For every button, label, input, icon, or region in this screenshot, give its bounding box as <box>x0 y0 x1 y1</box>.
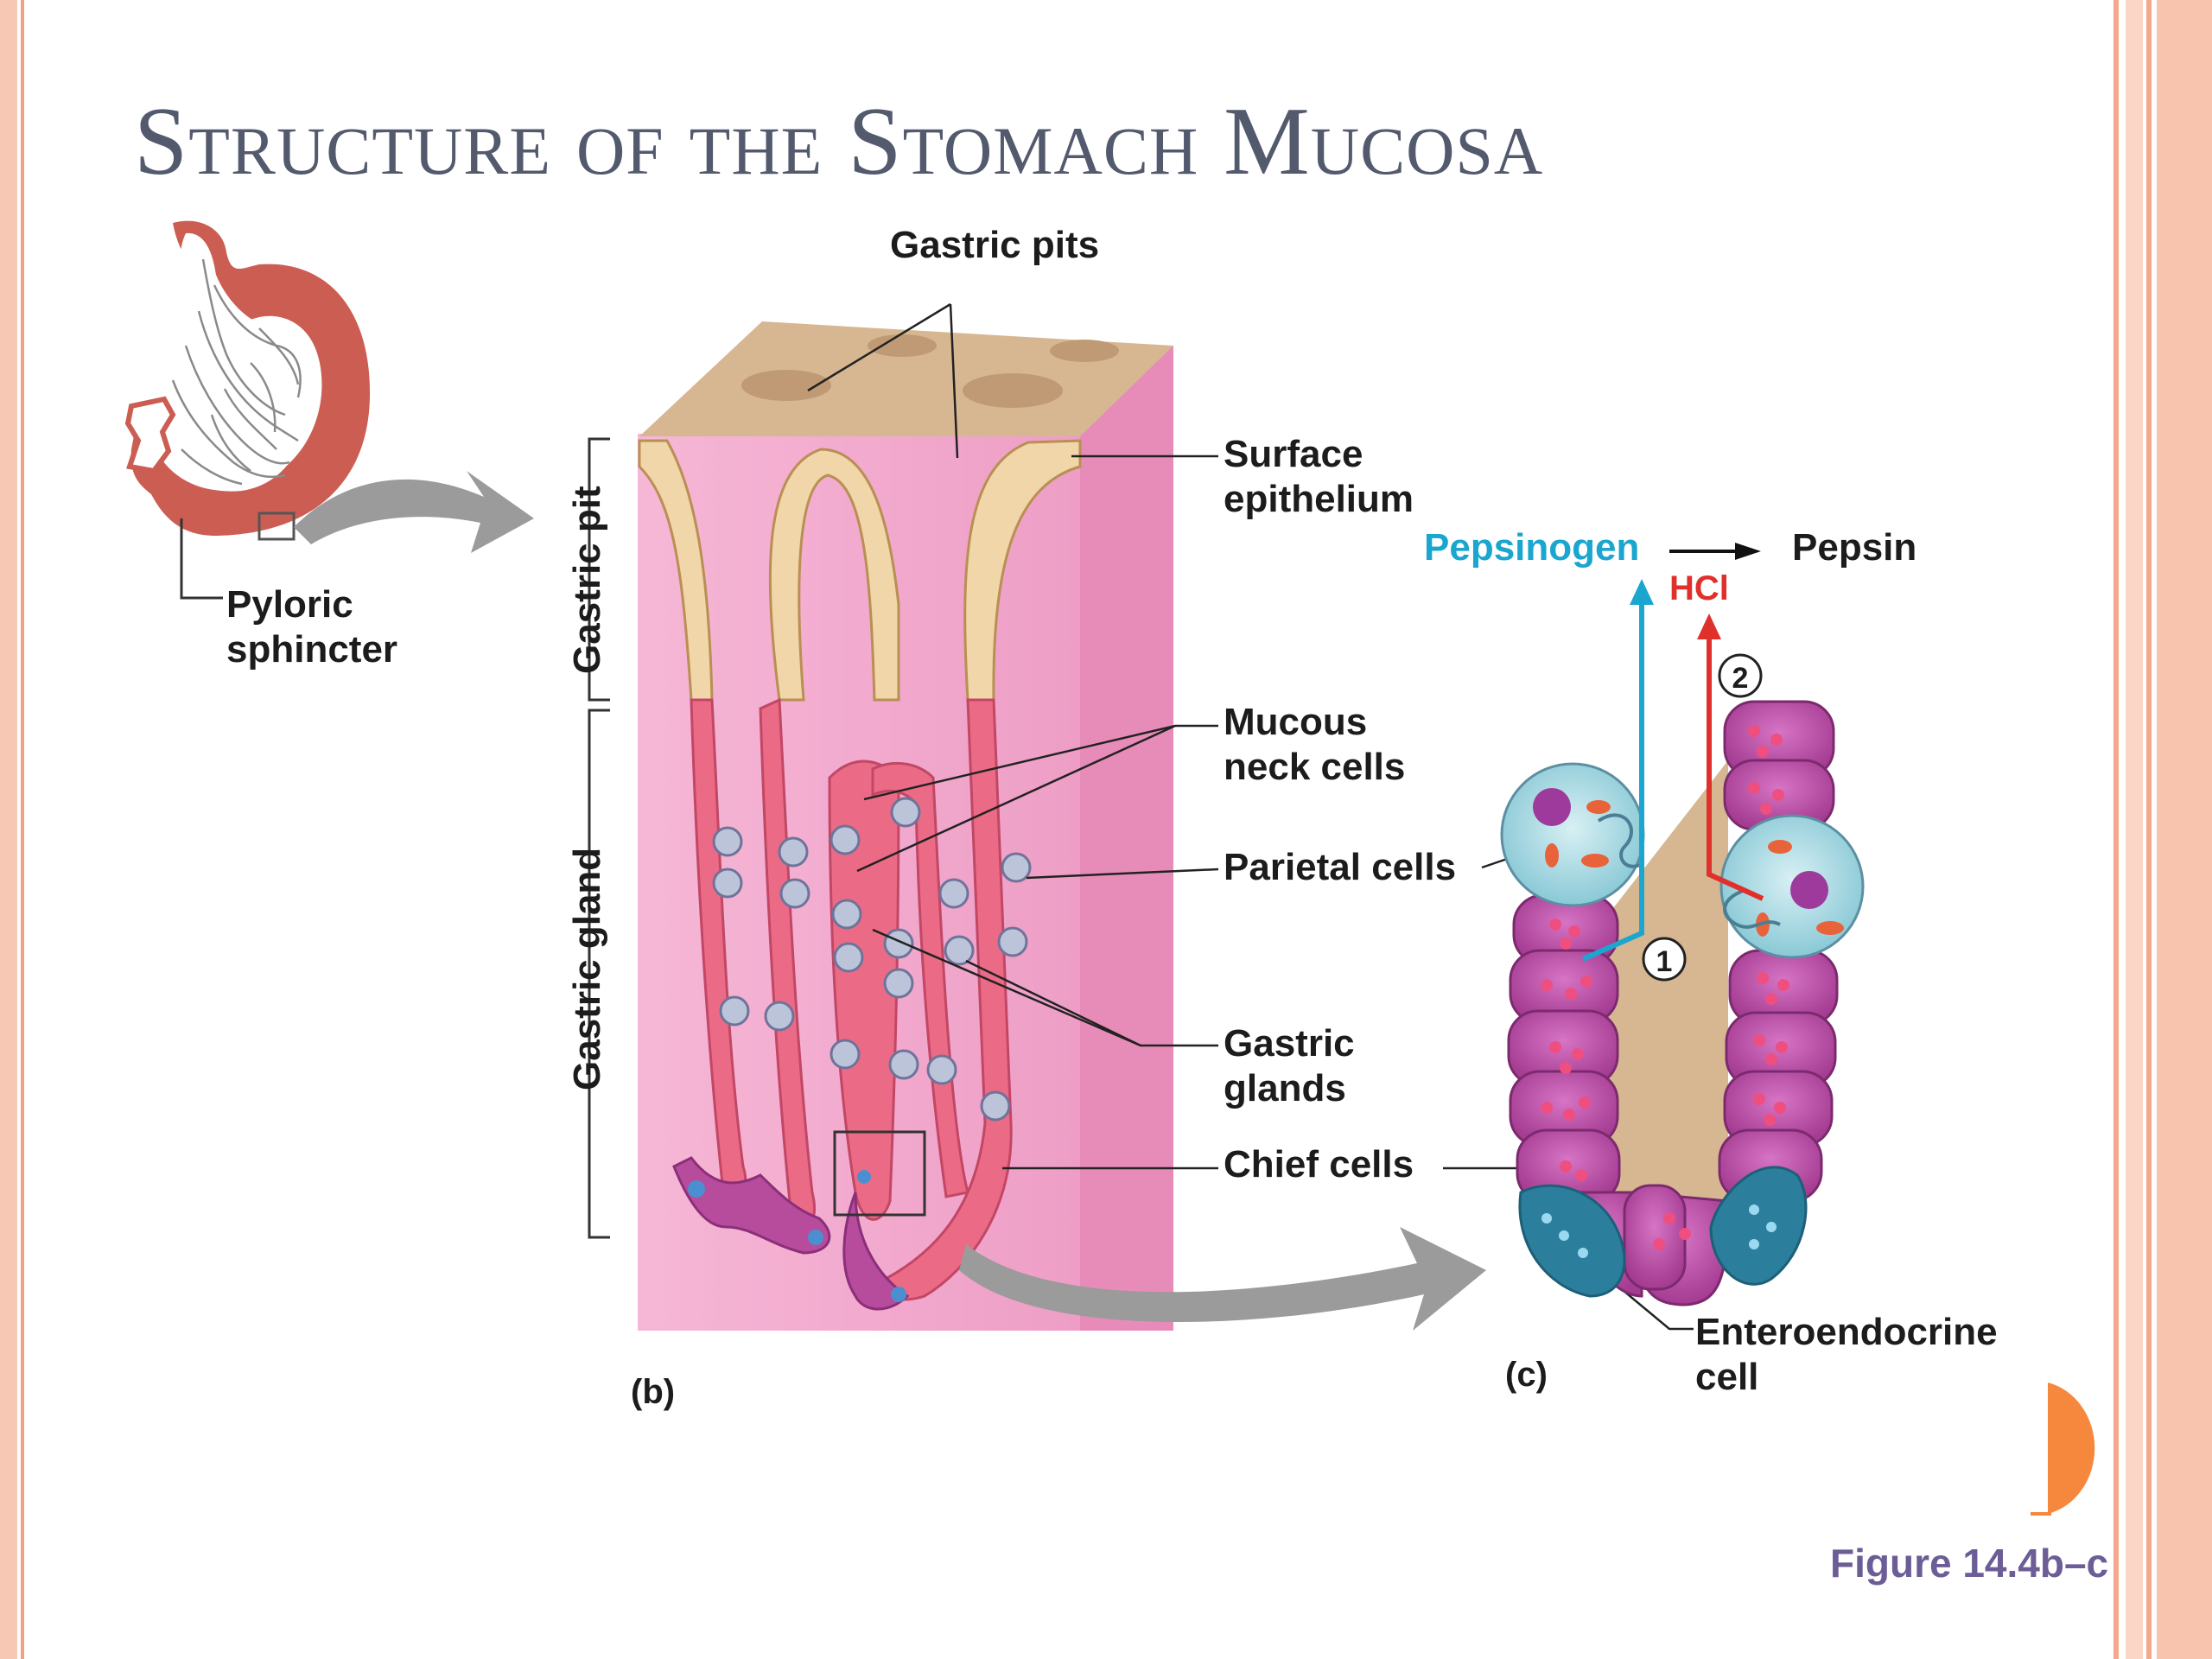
step-2-circle <box>1718 653 1763 698</box>
step-1-number: 1 <box>1656 945 1673 978</box>
panel-b-label: (b) <box>631 1373 675 1411</box>
slide-border-left-line <box>21 0 24 1659</box>
gland-closeup <box>1500 543 1865 1306</box>
mucous-neck-cells-label: Mucous <box>1224 701 1367 743</box>
pepsinogen-arrow <box>1581 596 1644 962</box>
enteroendocrine-cell-label-line2: cell <box>1695 1356 1758 1398</box>
figure-caption: Figure 14.4b–c <box>1830 1541 2109 1586</box>
arrow-to-panel-b <box>294 471 534 553</box>
gastric-gland-bracket-label: Gastric gland <box>566 848 608 1090</box>
closeup-parietal-cells <box>1500 762 1865 959</box>
pyloric-sphincter-shape <box>124 396 176 474</box>
enteroendocrine-granules <box>1541 1205 1777 1258</box>
slide-border-right <box>2157 0 2212 1659</box>
slide-border-left <box>0 0 17 1659</box>
hcl-label: HCl <box>1669 569 1729 607</box>
surface-epithelium-folds <box>638 439 1082 702</box>
slide-title: Structure of the Stomach Mucosa <box>134 88 1544 195</box>
block-parietal-cells <box>712 797 1032 1122</box>
block-blue-enteroendocrine <box>688 1170 906 1302</box>
stomach-detail-box <box>257 512 296 541</box>
corner-half-circle-decoration <box>2031 1382 2095 1516</box>
panel-c-label: (c) <box>1505 1356 1548 1394</box>
depth-brackets <box>588 437 610 1239</box>
gastric-pit-bracket <box>588 437 610 702</box>
gland-base-purple <box>672 1156 910 1311</box>
chief-cell-granules <box>1541 725 1789 1250</box>
block-top-surface <box>639 321 1173 436</box>
pyloric-sphincter-label-line2: sphincter <box>226 628 397 671</box>
slide-border-right <box>2146 0 2152 1659</box>
block-side-face <box>1078 346 1173 1331</box>
hcl-arrowhead <box>1697 613 1721 639</box>
gastric-pits-label: Gastric pits <box>890 224 1099 266</box>
surface-epithelium-label: Surface <box>1224 433 1363 475</box>
step-1-circle <box>1642 937 1687 982</box>
arrow-to-panel-c <box>959 1227 1486 1331</box>
chief-cells-label: Chief cells <box>1224 1143 1414 1185</box>
slide-border-right <box>2126 0 2143 1659</box>
gland-detail-box <box>833 1130 926 1217</box>
conversion-arrowhead <box>1735 543 1761 560</box>
gastric-glands-label-line2: glands <box>1224 1067 1346 1109</box>
pepsin-label: Pepsin <box>1792 526 1916 569</box>
pyloric-leader <box>180 518 223 600</box>
pyloric-sphincter-label: Pyloric <box>226 583 353 626</box>
slide-border-right <box>2113 0 2119 1659</box>
surface-epithelium-label-line2: epithelium <box>1224 478 1414 520</box>
step-2-number: 2 <box>1732 662 1749 695</box>
gastric-gland-tubes <box>690 697 1013 1301</box>
mucous-neck-cells-label-line2: neck cells <box>1224 746 1405 788</box>
gastric-glands-label: Gastric <box>1224 1022 1355 1065</box>
stomach-illustration <box>124 220 534 600</box>
pepsinogen-arrowhead <box>1630 579 1654 605</box>
parietal-cells-label: Parietal cells <box>1224 846 1456 888</box>
mucosa-block <box>638 321 1173 1331</box>
hcl-arrow <box>1707 631 1764 901</box>
top-pit-openings <box>741 334 1119 408</box>
gastric-gland-bracket <box>588 709 610 1239</box>
leader-lines <box>807 302 1694 1331</box>
gastric-pit-bracket-label: Gastric pit <box>566 486 608 674</box>
enteroendocrine-cell-label: Enteroendocrine <box>1695 1311 1998 1353</box>
stomach-outer-wall <box>130 220 371 537</box>
pepsinogen-label: Pepsinogen <box>1424 526 1639 569</box>
gland-lumen <box>1607 760 1728 1253</box>
